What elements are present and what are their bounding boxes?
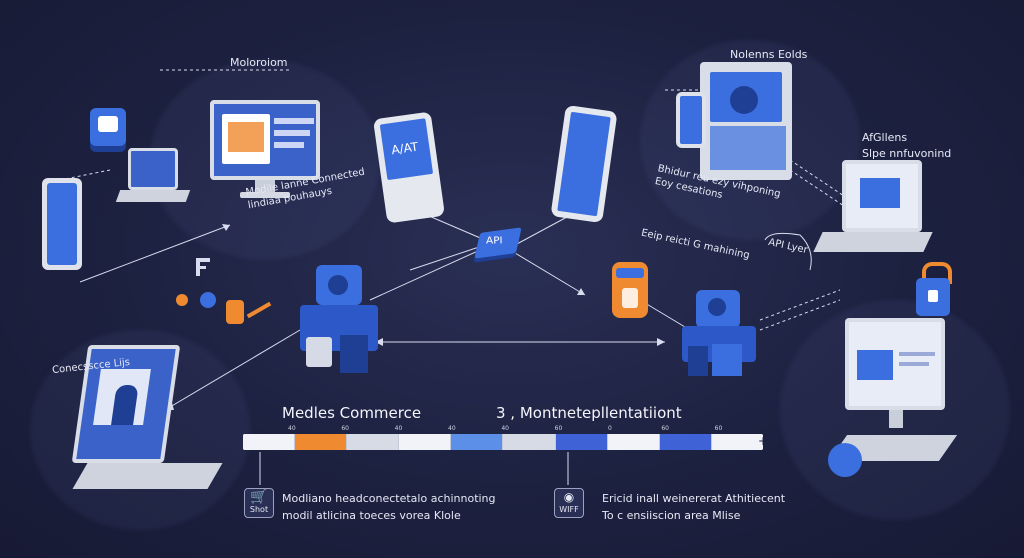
api-chip-label: API <box>485 235 503 247</box>
bar-tick-label: 60 <box>554 425 563 432</box>
left-badge-label: Shot <box>249 505 269 514</box>
bar-segment <box>658 434 711 450</box>
tablet-text: A/AT <box>390 139 420 158</box>
bar-segment <box>243 434 295 450</box>
bar-tick-label: 40 <box>394 425 403 432</box>
top-left-monitor <box>210 100 320 198</box>
footer-right-text: Ericid inall weinererat Athitiecent To c… <box>602 492 786 522</box>
bar-segment <box>554 434 607 450</box>
bar-tick-label: 40 <box>448 425 456 432</box>
bar-segment <box>398 434 451 450</box>
bar-tick-label: 60 <box>341 425 349 432</box>
top-right-monitor <box>700 62 792 192</box>
footer-right-title: 3 , Montnetepllentatiiont <box>496 404 682 422</box>
bar-tick-label: 60 <box>661 425 669 432</box>
bar-tick-label: 0 <box>608 425 612 432</box>
bottom-right-keyboard <box>818 425 958 480</box>
left-server-cluster <box>298 265 382 377</box>
bar-tick-label: 60 <box>714 425 723 432</box>
small-laptop <box>115 148 191 218</box>
orange-database <box>612 262 648 318</box>
footer-left-text: Modliano headconectetalo achinnoting mod… <box>282 492 496 522</box>
right-server-cluster <box>680 290 760 382</box>
label-top-right: Nolenns Eolds <box>730 48 808 61</box>
f-icon <box>196 258 212 276</box>
bottom-right-monitor <box>845 318 945 468</box>
timeline-bar <box>243 434 763 450</box>
lock-icon <box>916 262 952 318</box>
chat-icon-cube <box>90 108 130 158</box>
label-right-side: AfGllens Slpe nnfuvonind <box>862 131 952 160</box>
footer-left-title: Medles Commerce <box>282 404 422 422</box>
bar-end-symbol: + <box>758 434 769 448</box>
right-badge-label: WIFF <box>559 505 579 514</box>
bar-tick-label: 40 <box>501 425 509 432</box>
left-phone <box>42 178 82 270</box>
orange-link-icon <box>176 288 272 332</box>
bar-segment <box>710 434 763 450</box>
cart-icon: 🛒 Shot <box>244 488 274 518</box>
bar-segment <box>450 434 503 450</box>
wifi-icon: ◉ WIFF <box>554 488 584 518</box>
bar-tick-label: 40 <box>288 425 296 432</box>
top-right-phone <box>676 92 706 148</box>
right-laptop <box>812 160 937 265</box>
label-top-left: Moloroiom <box>230 56 288 69</box>
bar-segment <box>502 434 555 450</box>
bar-segment <box>606 434 659 450</box>
bar-segment <box>294 434 347 450</box>
bar-segment <box>346 434 399 450</box>
